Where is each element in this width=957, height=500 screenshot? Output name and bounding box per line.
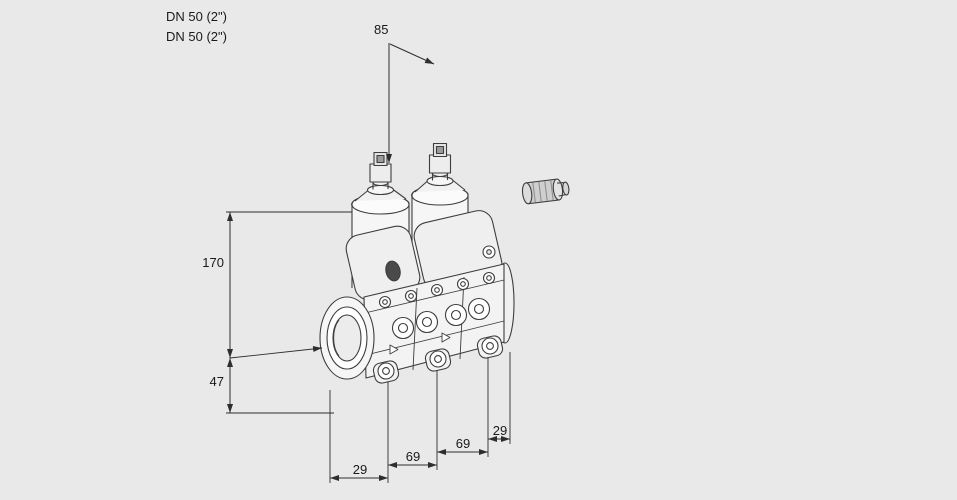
dim-170: 170 xyxy=(202,211,352,359)
flow-arrow-markers xyxy=(389,332,451,355)
dim-29-right-label: 29 xyxy=(493,423,507,438)
port-label-1: DN 50 (2") xyxy=(166,9,227,24)
dimensions: 85 170 47 xyxy=(202,22,511,483)
dim-69-right: 69 xyxy=(437,436,488,455)
dim-85: 85 xyxy=(374,22,435,163)
connector-box-left xyxy=(369,163,392,183)
dim-69-left: 69 xyxy=(388,449,437,468)
body-ports xyxy=(391,297,491,340)
dim-47: 47 xyxy=(210,358,334,414)
dim-85-label: 85 xyxy=(374,22,388,37)
dim-29-left: 29 xyxy=(330,462,388,481)
dim-69-left-label: 69 xyxy=(406,449,420,464)
dim-47-label: 47 xyxy=(210,374,224,389)
strainer-plug xyxy=(521,178,570,205)
coil-core-left xyxy=(385,260,401,282)
dim-29-left-label: 29 xyxy=(353,462,367,477)
body-screws-top xyxy=(378,271,496,309)
dim-69-right-label: 69 xyxy=(456,436,470,451)
dim-29-right: 29 xyxy=(488,423,510,442)
valve-drawing xyxy=(319,142,570,384)
port-callouts: DN 50 (2") DN 50 (2") xyxy=(166,9,227,44)
port-label-2: DN 50 (2") xyxy=(166,29,227,44)
dim-170-label: 170 xyxy=(202,255,224,270)
inlet-flange xyxy=(319,296,375,380)
connector-box-right xyxy=(428,154,452,174)
mounting-ears xyxy=(372,335,504,384)
